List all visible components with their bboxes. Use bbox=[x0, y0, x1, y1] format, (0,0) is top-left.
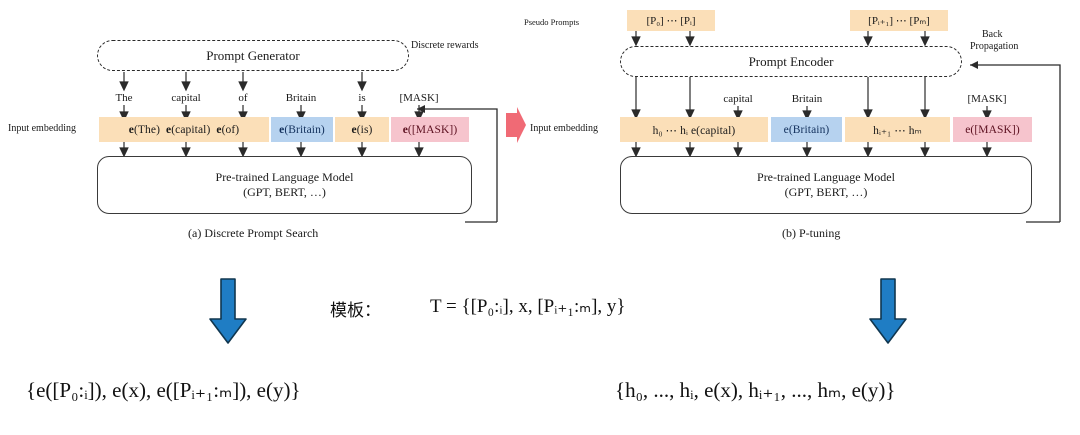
prompt-encoder-module: Prompt Encoder bbox=[620, 46, 962, 77]
embedding-chip-is: e(is) bbox=[335, 117, 389, 142]
words-to-embeddings-arrows bbox=[119, 105, 424, 122]
bottom-right-formula: {h₀, ..., hᵢ, e(x), hᵢ₊₁, ..., hₘ, e(y)} bbox=[615, 378, 896, 402]
panel-discrete-prompt-search: Prompt Generator Discrete rewards The ca… bbox=[0, 0, 520, 250]
plm-line-2-a: (GPT, BERT, …) bbox=[243, 185, 326, 199]
word-mask: [MASK] bbox=[399, 92, 439, 104]
pretrained-language-model-box-a: Pre-trained Language Model (GPT, BERT, …… bbox=[97, 156, 472, 214]
word-of: of bbox=[238, 92, 248, 104]
discrete-rewards-feedback-arrow bbox=[417, 105, 498, 223]
word-britain: Britain bbox=[285, 92, 317, 104]
plm-line-2-b: (GPT, BERT, …) bbox=[784, 185, 868, 199]
hidden-chip-h0-hi-capital: h₀ ⋯ hᵢ e(capital) bbox=[620, 117, 768, 142]
template-label: 模板： bbox=[330, 301, 381, 321]
word-capital: capital bbox=[171, 92, 201, 104]
plm-line-1-a: Pre-trained Language Model bbox=[215, 170, 354, 184]
discrete-rewards-label: Discrete rewards bbox=[411, 40, 479, 51]
word-mask-b: [MASK] bbox=[967, 93, 1007, 105]
input-embedding-label-b: Input embedding bbox=[530, 123, 599, 134]
bottom-left-formula: {e([P₀:ᵢ]), e(x), e([Pᵢ₊₁:ₘ]), e(y)} bbox=[26, 378, 301, 402]
prompt-generator-module: Prompt Generator bbox=[97, 40, 409, 71]
word-is: is bbox=[358, 92, 366, 104]
word-capital-b: capital bbox=[723, 93, 753, 105]
words-to-embeddings-arrows-b bbox=[733, 106, 992, 121]
pretrained-language-model-box-b: Pre-trained Language Model (GPT, BERT, …… bbox=[620, 156, 1032, 214]
embeddings-to-plm-arrows bbox=[119, 142, 424, 158]
panel-p-tuning: Pseudo Prompts [P₀] ⋯ [Pᵢ] [Pᵢ₊₁] ⋯ [Pₘ]… bbox=[520, 0, 1080, 250]
hidden-chip-hi1-hm: hᵢ₊₁ ⋯ hₘ bbox=[845, 117, 950, 142]
embedding-chip-britain-b: e(Britain) bbox=[771, 117, 842, 142]
word-the: The bbox=[115, 92, 133, 104]
input-embedding-label-a: Input embedding bbox=[8, 123, 77, 134]
plm-line-1-b: Pre-trained Language Model bbox=[757, 170, 895, 184]
pseudo-prompt-chip-right: [Pᵢ₊₁] ⋯ [Pₘ] bbox=[850, 10, 948, 31]
caption-panel-a: (a) Discrete Prompt Search bbox=[188, 226, 319, 240]
generator-to-words-arrows bbox=[119, 72, 367, 92]
embedding-chip-mask-b: e([MASK]) bbox=[953, 117, 1032, 142]
prompt-encoder-label: Prompt Encoder bbox=[748, 53, 834, 69]
embedding-chip-britain: e(Britain) bbox=[271, 117, 333, 142]
pseudo-prompt-chip-left: [P₀] ⋯ [Pᵢ] bbox=[627, 10, 715, 31]
blue-down-arrow-right-icon bbox=[869, 278, 907, 344]
embedding-chip-mask: e([MASK]) bbox=[391, 117, 469, 142]
embedding-chip-the: e(The) e(capital) e(of) bbox=[99, 117, 269, 142]
caption-panel-b: (b) P-tuning bbox=[782, 226, 841, 240]
embeddings-to-plm-arrows-b bbox=[631, 142, 992, 158]
prompt-generator-label: Prompt Generator bbox=[206, 47, 300, 63]
back-propagation-label-line1: Back bbox=[982, 29, 1003, 40]
word-britain-b: Britain bbox=[791, 93, 823, 105]
back-propagation-arrow bbox=[970, 61, 1061, 223]
blue-down-arrow-left-icon bbox=[209, 278, 247, 344]
back-propagation-label-line2: Propagation bbox=[970, 41, 1019, 52]
encoder-to-hidden-arrows bbox=[631, 77, 930, 120]
template-formula: T = {[P₀:ᵢ], x, [Pᵢ₊₁:ₘ], y} bbox=[430, 296, 626, 317]
red-right-arrow-icon bbox=[506, 107, 526, 143]
pseudo-prompts-label: Pseudo Prompts bbox=[524, 17, 580, 27]
pseudo-prompts-to-encoder-arrows bbox=[631, 31, 930, 47]
